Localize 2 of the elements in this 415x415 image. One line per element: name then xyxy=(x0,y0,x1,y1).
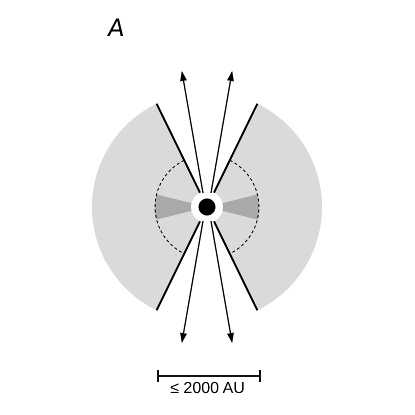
scale-label: ≤ 2000 AU xyxy=(170,380,245,397)
panel-label: A xyxy=(106,14,126,42)
